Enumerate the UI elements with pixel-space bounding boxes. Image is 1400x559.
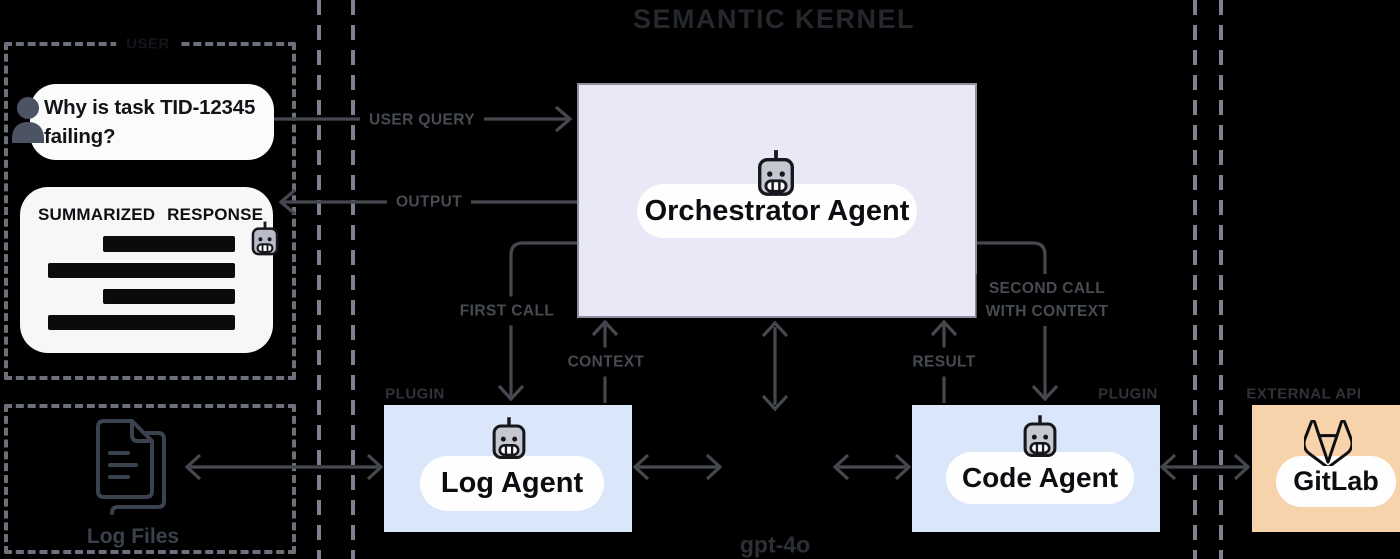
second-call-label: SECOND CALL WITH CONTEXT (976, 274, 1118, 326)
log-files-label: Log Files (86, 525, 180, 548)
region-separator-line (1193, 0, 1197, 559)
redacted-text-bar (103, 236, 235, 252)
code-agent-label: Code Agent (946, 452, 1134, 504)
result-label: RESULT (903, 347, 985, 377)
user-region-label: USER (116, 33, 180, 55)
region-separator-line (1219, 0, 1223, 559)
region-separator-line (317, 0, 321, 559)
summarized-response-title: SUMMARIZED RESPONSE (38, 205, 264, 224)
region-separator-line (351, 0, 355, 559)
model-codeagent-arrow (832, 453, 912, 481)
bot-icon (758, 150, 794, 196)
gitlab-tanuki-icon (1304, 420, 1352, 466)
code-agent-badge: PLUGIN (1098, 385, 1158, 403)
first-call-label: FIRST CALL (450, 296, 564, 326)
bot-icon (251, 221, 279, 256)
log-agent-badge: PLUGIN (385, 385, 445, 403)
log-agent-label: Log Agent (420, 456, 604, 511)
user-query-bubble: Why is task TID-12345 failing? (30, 84, 274, 160)
log-files-region (4, 404, 296, 554)
orchestrator-model-arrow (761, 320, 789, 412)
user-icon (12, 97, 44, 143)
log-files-icon (96, 419, 166, 515)
logagent-model-arrow (632, 453, 723, 481)
codeagent-gitlab-arrow (1159, 453, 1251, 481)
context-label: CONTEXT (558, 347, 654, 377)
redacted-text-bar (48, 263, 235, 278)
diagram-title: SEMANTIC KERNEL (632, 4, 916, 34)
redacted-text-bar (103, 289, 235, 304)
bot-icon (1023, 415, 1057, 458)
summarized-response-card: SUMMARIZED RESPONSE (20, 187, 273, 353)
gitlab-label: GitLab (1276, 456, 1396, 507)
output-label: OUTPUT (386, 187, 472, 217)
user-query-text: Why is task TID-12345 failing? (44, 96, 256, 148)
bot-icon (492, 417, 526, 460)
external-api-badge: EXTERNAL API (1246, 385, 1362, 403)
redacted-text-bar (48, 315, 235, 330)
model-label: gpt-4o (739, 531, 811, 558)
user-query-label: USER QUERY (360, 105, 484, 135)
